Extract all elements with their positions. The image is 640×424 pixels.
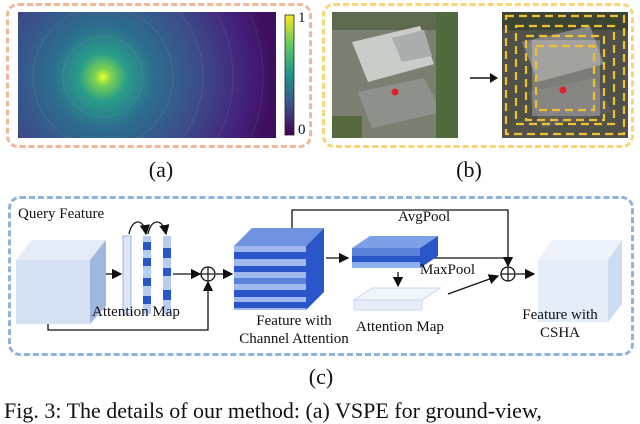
query-feature-label: Query Feature: [18, 206, 105, 222]
attention-map-plane: [352, 287, 442, 311]
attention-map-label-1: Attention Map: [92, 304, 180, 320]
csha-label: Feature with CSHA: [512, 306, 608, 342]
channel-attention-line1: Feature with: [256, 313, 332, 329]
colorbar-max-label: 1: [298, 10, 306, 26]
panel-c-label: (c): [308, 364, 334, 389]
attention-map-label-2: Attention Map: [356, 319, 444, 335]
csha-flow-diagram: [16, 209, 622, 331]
channel-attention-cube: [234, 228, 324, 310]
center-dot: [391, 88, 399, 96]
channel-attention-line2: Channel Attention: [239, 331, 349, 347]
panel-b-frame: [322, 3, 634, 148]
panel-a-label: (a): [148, 157, 174, 182]
aerial-image-left: [332, 12, 458, 138]
arrow-right-icon: [470, 73, 498, 83]
avgpool-block: [352, 236, 438, 268]
figure-caption: Fig. 3: The details of our method: (a) V…: [4, 398, 542, 423]
aerial-pair: [332, 12, 628, 138]
colorbar-min-label: 0: [298, 122, 306, 138]
colorbar: [284, 14, 295, 136]
avgpool-label: AvgPool: [398, 209, 451, 225]
vspe-heatmap: [18, 12, 295, 138]
heatmap-field: [18, 12, 276, 138]
panel-a-frame: [6, 3, 312, 148]
center-dot-2: [559, 86, 567, 94]
channel-attention-label: Feature with Channel Attention: [226, 312, 362, 348]
aerial-image-right: [502, 12, 628, 138]
csha-line1: Feature with: [522, 307, 598, 323]
panel-b-label: (b): [456, 157, 482, 182]
csha-feature-cube: [538, 240, 622, 322]
maxpool-label: MaxPool: [420, 262, 476, 278]
query-feature-cube: [16, 240, 106, 324]
panel-c-frame: [8, 196, 634, 356]
plus-circle-2: [500, 266, 516, 282]
csha-line2: CSHA: [539, 325, 580, 341]
attention-bars: [122, 221, 171, 315]
plus-circle-1: [200, 266, 216, 282]
